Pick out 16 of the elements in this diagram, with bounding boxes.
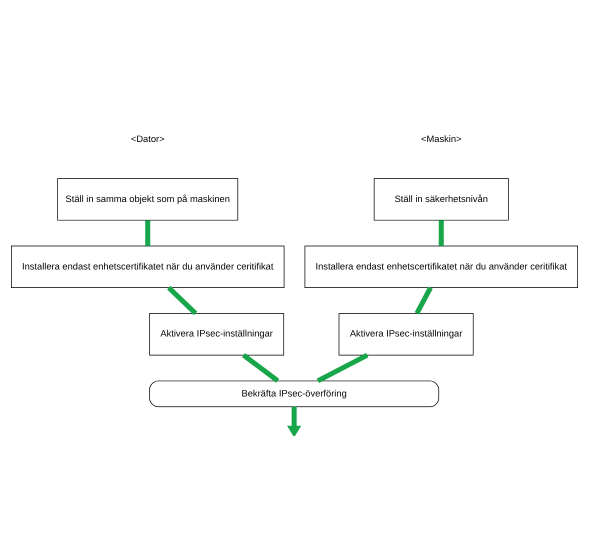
connector	[167, 285, 198, 315]
node-box: Ställ in säkerhetsnivån	[374, 178, 509, 220]
node-box: Bekräfta IPsec-överföring	[149, 380, 440, 407]
label: <Maskin>	[421, 134, 462, 144]
connector	[438, 220, 444, 246]
connector	[316, 352, 368, 383]
node-box: Ställ in samma objekt som på maskinen	[57, 178, 238, 220]
node-box: Aktivera IPsec-inställningar	[149, 312, 284, 355]
node-box: Installera endast enhetscertifikatet när du använder ceritifikat	[11, 245, 284, 288]
connector	[414, 286, 433, 314]
connector	[145, 220, 150, 246]
arrow	[287, 406, 302, 436]
label: <Dator>	[130, 134, 165, 144]
node-box: Installera endast enhetscertifikatet när du använder ceritifikat	[304, 245, 578, 288]
node-box: Aktivera IPsec-inställningar	[338, 312, 474, 355]
connector	[242, 352, 280, 382]
